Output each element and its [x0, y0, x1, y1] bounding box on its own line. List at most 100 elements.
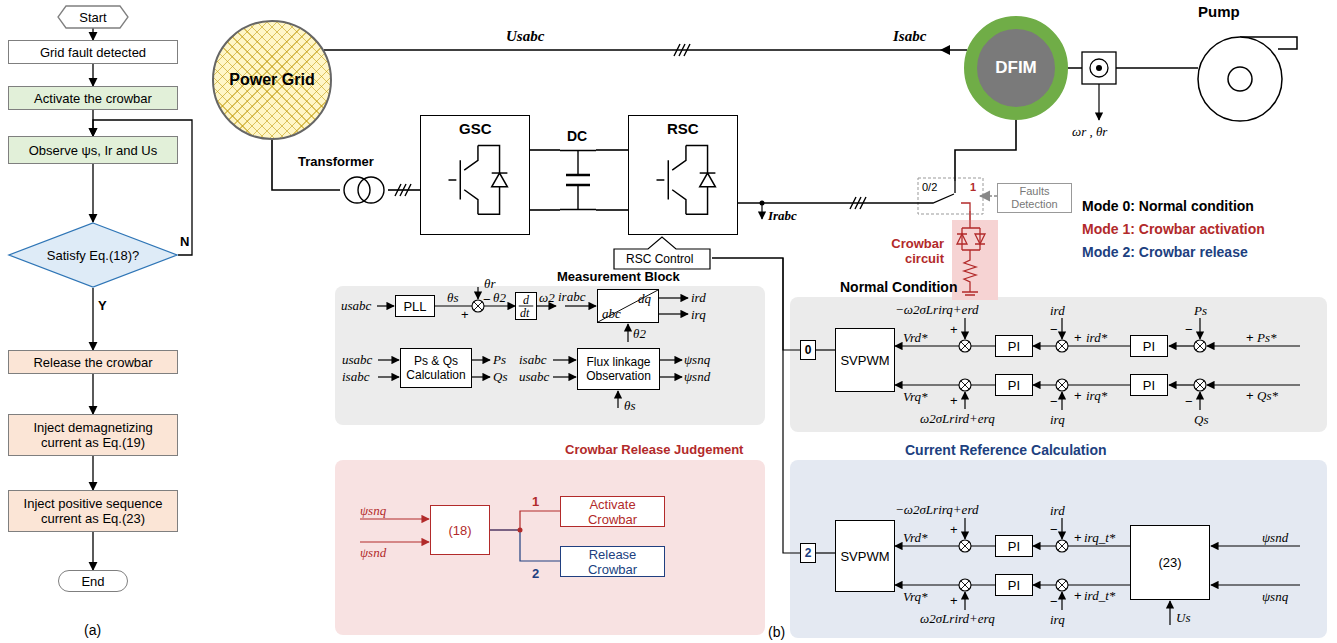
- svg-path: [1211, 545, 1300, 546]
- svg-path: [1061, 518, 1062, 539]
- signal-label: +: [1074, 330, 1082, 345]
- connector: [738, 202, 921, 204]
- node-text: Transformer: [298, 154, 374, 169]
- svg-path: [964, 592, 965, 610]
- signal-label: −ω2σLrirq+erd: [895, 502, 978, 518]
- connector: [92, 164, 93, 222]
- signal-label: −: [1050, 322, 1058, 337]
- node-text: Flux linkage Observation: [582, 355, 655, 384]
- node-text: DFIM: [995, 58, 1037, 78]
- signal-label: Mode 0: Normal condition: [1082, 198, 1254, 214]
- signal-label: Us: [1176, 610, 1190, 626]
- svpwm-box: SVPWM: [835, 328, 895, 392]
- svg-path: [1199, 318, 1200, 339]
- svg-circle: [518, 528, 523, 533]
- signal-label: irq: [1050, 412, 1065, 428]
- dfim-machine: DFIM: [964, 16, 1068, 120]
- svg-path: [565, 305, 596, 306]
- node-text: PLL: [403, 299, 426, 314]
- svg-g: [377, 84, 1300, 625]
- node-text: GSC: [459, 120, 492, 137]
- signal-label: ψsnq: [684, 352, 710, 368]
- svg-path: [659, 313, 688, 314]
- svg-path: [477, 287, 478, 299]
- signal-label: usabc: [519, 369, 549, 385]
- node-text: Release the crowbar: [33, 355, 152, 370]
- signal-label: +: [950, 593, 958, 608]
- signal-label: Ps: [1194, 303, 1207, 319]
- current-panel-bg: [790, 460, 1327, 638]
- svg-path: [961, 203, 970, 211]
- svg-circle: [1096, 65, 1102, 71]
- equation-box: (23): [1130, 525, 1210, 600]
- signal-label: ird: [1050, 503, 1065, 519]
- measurement-panel-bg: [335, 286, 765, 425]
- node-text: Normal Condition: [840, 279, 957, 295]
- transformer-symbol: Transformer: [340, 175, 388, 205]
- signal-label: ωr , θr: [1072, 124, 1107, 140]
- connector: [596, 149, 628, 151]
- svg-polygon: [614, 237, 710, 269]
- crowbar-judgement-panel: Crowbar Release Judgement(18)Activate Cr…: [335, 460, 765, 635]
- svg-path: [1058, 542, 1066, 550]
- connector: [530, 149, 560, 151]
- edge-label: Y: [98, 298, 107, 313]
- process-box: Observe ψs, Ir and Us: [8, 136, 178, 164]
- svg-polygon: [58, 6, 128, 28]
- signal-label: Usabc: [506, 28, 544, 45]
- svg-circle: [1056, 340, 1068, 352]
- svg-path: [1140, 67, 1198, 69]
- svg-path: [553, 359, 576, 360]
- svg-path: [360, 541, 429, 542]
- connector: [596, 209, 628, 211]
- svg-rect: [1082, 52, 1116, 84]
- svg-circle: [959, 579, 971, 591]
- action-box: Release Crowbar: [560, 546, 665, 577]
- node-text: PI: [1143, 378, 1155, 393]
- node-text: Inject positive sequence current as Eq.(…: [13, 496, 173, 526]
- svg-path: [700, 172, 716, 173]
- signal-label: Qs: [1194, 412, 1208, 428]
- svg-path: [957, 234, 985, 244]
- signal-label: ψsnd: [684, 369, 710, 385]
- signal-label: Qs*: [1257, 388, 1278, 404]
- signal-label: ψsnq: [1262, 589, 1288, 605]
- signal-label: ird*: [1086, 330, 1107, 346]
- svg-circle: [358, 177, 384, 203]
- connector: [92, 456, 93, 490]
- signal-label: +: [950, 522, 958, 537]
- signal-label: Ps*: [1257, 330, 1277, 346]
- svg-path: [448, 146, 499, 215]
- node-text: Crowbar Release Judgement: [565, 442, 743, 457]
- svg-path: [964, 318, 965, 339]
- signal-label: Isabc: [893, 28, 926, 45]
- svg-path: [921, 181, 955, 203]
- node-shape: [560, 150, 596, 210]
- svg-circle: [1194, 379, 1206, 391]
- signal-label: Ps: [493, 352, 506, 368]
- svg-path: [377, 305, 394, 306]
- figure-label: (a): [84, 622, 101, 638]
- svg-g: [472, 300, 1206, 591]
- svg-path: [964, 392, 965, 409]
- svg-path: [961, 581, 969, 589]
- rsc-control-arrow: RSC Control: [612, 236, 712, 270]
- converter-box: RSC: [628, 115, 738, 235]
- connector: [955, 120, 1016, 181]
- pi-box: PI: [1130, 335, 1168, 357]
- svg-circle: [1056, 540, 1068, 552]
- node-text: 0/2: [922, 181, 937, 193]
- signal-label: −: [1050, 594, 1058, 609]
- node-text: End: [81, 574, 104, 589]
- power-calc-box: Ps & Qs Calculation: [400, 348, 472, 388]
- svg-circle: [344, 177, 370, 203]
- decision-diamond: Satisfy Eq.(18)?: [8, 222, 178, 288]
- signal-label: irq: [691, 307, 706, 323]
- connector: [530, 209, 560, 211]
- pll-box: PLL: [395, 295, 435, 317]
- node-text: (23): [1158, 555, 1181, 570]
- node-text: Activate Crowbar: [565, 497, 660, 527]
- svg-path: [964, 518, 965, 539]
- svg-path: [656, 146, 707, 215]
- svg-path: [1196, 381, 1204, 389]
